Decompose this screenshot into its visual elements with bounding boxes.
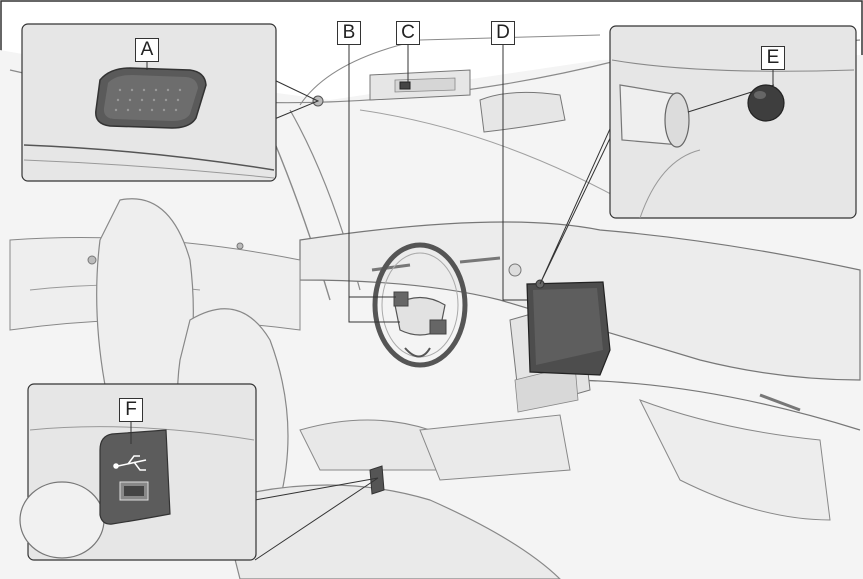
callout-b: B [337, 21, 361, 45]
overhead-switch [399, 81, 411, 90]
callout-a: A [135, 38, 159, 62]
inset-a [21, 23, 277, 182]
inset-e [609, 25, 857, 219]
center-display [526, 281, 611, 376]
callout-e: E [761, 46, 785, 70]
steering-switch-right [429, 319, 447, 335]
inset-f [19, 383, 257, 561]
steering-switch-left [393, 291, 409, 307]
camera-lens-icon [747, 84, 785, 122]
usb-location [369, 465, 385, 495]
leader-lines [254, 45, 615, 561]
usb-icon [113, 455, 147, 471]
callout-d: D [491, 21, 515, 45]
callout-c: C [396, 21, 420, 45]
callout-f: F [119, 398, 143, 422]
steering-wheel [372, 242, 468, 368]
